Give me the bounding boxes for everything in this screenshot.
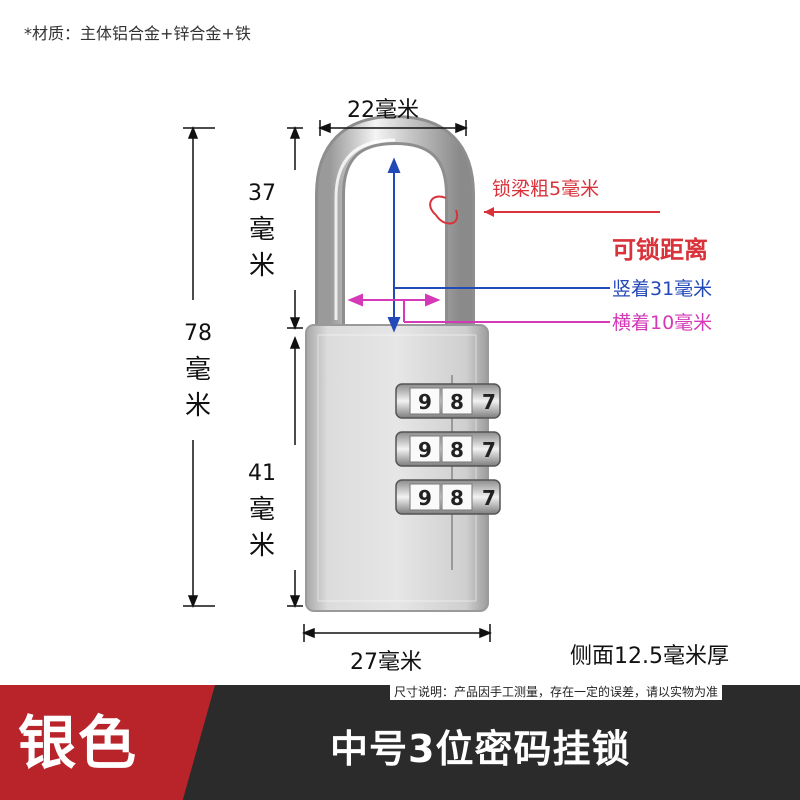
dial-2-digit-2: 8 — [450, 438, 464, 462]
side-thickness-label: 侧面12.5毫米厚 — [570, 644, 729, 669]
dial-1-digit-2: 8 — [450, 390, 464, 414]
shackle-height-label: 37 毫 米 — [248, 181, 276, 281]
lock-body — [305, 324, 489, 612]
color-tab — [0, 685, 215, 800]
callout-shackle-thickness — [429, 195, 660, 225]
dial-row-2: 9 8 7 — [395, 431, 501, 467]
horizontal-distance-callout: 横着10毫米 — [612, 312, 713, 334]
dimension-shackle-height — [287, 125, 303, 331]
shackle-width-label: 22毫米 — [347, 98, 419, 123]
body-width-label: 27毫米 — [350, 650, 422, 675]
dial-row-3: 9 8 7 — [395, 479, 501, 515]
shackle — [315, 114, 475, 330]
dial-2-digit-1: 9 — [418, 438, 432, 462]
dimension-body-height — [287, 335, 303, 609]
dial-1-digit-3: 7 — [482, 390, 496, 414]
lockable-distance-title: 可锁距离 — [612, 236, 708, 264]
dial-row-1: 9 8 7 — [395, 383, 501, 419]
combination-dials: 9 8 7 9 8 7 9 8 7 — [395, 383, 501, 515]
dimension-shackle-width — [317, 120, 469, 136]
color-label: 银色 — [18, 709, 139, 777]
callout-vertical-distance — [387, 157, 610, 333]
material-note: *材质：主体铝合金+锌合金+铁 — [24, 24, 251, 43]
shackle-thickness-callout: 锁梁粗5毫米 — [492, 178, 600, 200]
body-height-label: 41 毫 米 — [248, 461, 276, 561]
dial-2-digit-3: 7 — [482, 438, 496, 462]
dial-3-digit-2: 8 — [450, 486, 464, 510]
measurement-disclaimer: 尺寸说明：产品因手工测量，存在一定的误差，请以实物为准 — [390, 683, 723, 700]
dimension-total-height — [183, 125, 215, 609]
callout-horizontal-distance — [347, 293, 610, 323]
product-title: 中号3位密码挂锁 — [330, 727, 631, 771]
dial-3-digit-1: 9 — [418, 486, 432, 510]
total-height-label: 78 毫 米 — [184, 321, 212, 421]
dial-1-digit-1: 9 — [418, 390, 432, 414]
dial-3-digit-3: 7 — [482, 486, 496, 510]
vertical-distance-callout: 竖着31毫米 — [612, 278, 713, 300]
padlock-illustration: 9 8 7 9 8 7 9 8 7 — [183, 114, 660, 642]
dimension-body-width — [301, 624, 493, 642]
